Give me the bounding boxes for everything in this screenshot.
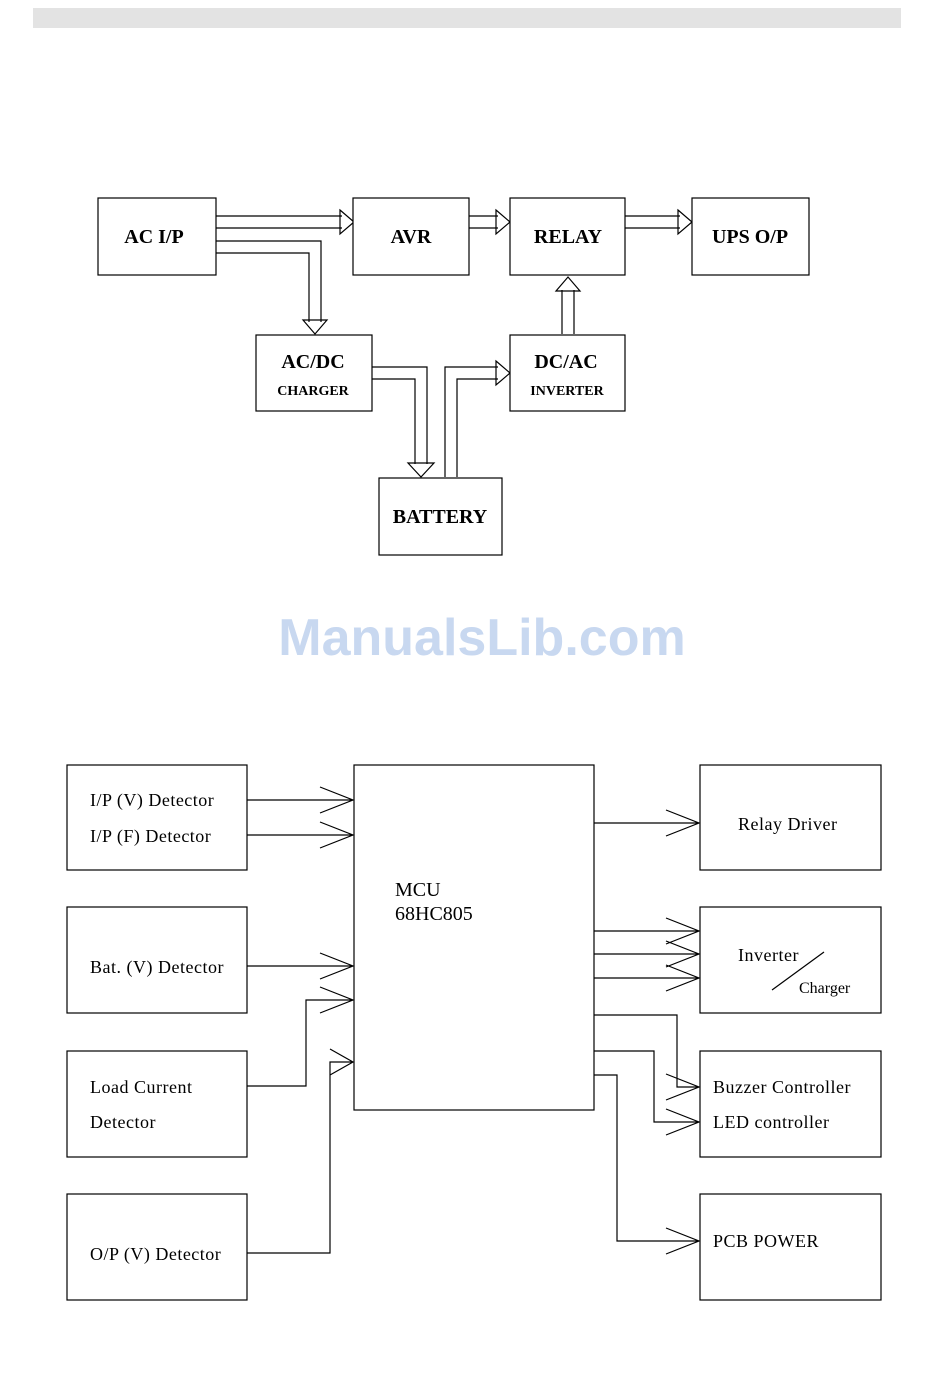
arrow-acip-to-charger	[216, 241, 327, 334]
ip-v-detector-label: I/P (V) Detector	[90, 790, 214, 811]
line-mcu-to-inverter-3	[594, 965, 699, 991]
mcu-model: 68HC805	[395, 903, 473, 925]
op-detector-block: O/P (V) Detector	[67, 1194, 247, 1300]
mcu-block: MCU 68HC805	[354, 765, 594, 1110]
pcb-power-block: PCB POWER	[700, 1194, 881, 1300]
line-mcu-to-inverter-2	[594, 941, 699, 967]
arrow-inverter-to-relay	[556, 277, 580, 334]
arrow-avr-to-relay	[469, 210, 510, 234]
line-mcu-to-pcb-power	[594, 1075, 699, 1254]
ups-op-label: UPS O/P	[712, 226, 788, 248]
ac-ip-label: AC I/P	[124, 226, 183, 248]
relay-block: RELAY	[510, 198, 625, 275]
inverter-subtitle: INVERTER	[530, 384, 604, 399]
charger-block: AC/DC CHARGER	[256, 335, 372, 411]
bat-detector-block: Bat. (V) Detector	[67, 907, 247, 1013]
arrow-acip-to-avr	[216, 210, 354, 234]
inverter-title: DC/AC	[534, 351, 597, 373]
charger-label: Charger	[799, 980, 851, 997]
battery-block: BATTERY	[379, 478, 502, 555]
line-ipv-to-mcu	[247, 787, 353, 813]
line-bat-to-mcu	[247, 953, 353, 979]
op-v-detector-label: O/P (V) Detector	[90, 1244, 221, 1265]
load-current-label: Load Current	[90, 1077, 192, 1097]
ac-ip-block: AC I/P	[98, 198, 216, 275]
inverter-block: DC/AC INVERTER	[510, 335, 625, 411]
line-mcu-to-relay-driver	[594, 810, 699, 836]
arrow-charger-to-battery	[372, 367, 434, 477]
inverter-label: Inverter	[738, 945, 799, 965]
arrow-battery-to-inverter	[445, 361, 510, 477]
ups-op-block: UPS O/P	[692, 198, 809, 275]
buzzer-controller-label: Buzzer Controller	[713, 1077, 851, 1097]
line-op-to-mcu	[247, 1049, 353, 1253]
watermark-logo: ManualsLib.com	[278, 609, 685, 667]
load-current-block: Load Current Detector	[67, 1051, 247, 1157]
avr-block: AVR	[353, 198, 469, 275]
arrow-relay-to-upsop	[625, 210, 692, 234]
pcb-power-label: PCB POWER	[713, 1231, 819, 1251]
relay-label: RELAY	[534, 226, 603, 248]
mcu-control-diagram: MCU 68HC805 I/P (V) Detector I/P (F) Det…	[67, 765, 881, 1300]
load-current-label-2: Detector	[90, 1112, 156, 1132]
inverter-charger-block: Inverter Charger	[700, 907, 881, 1013]
ip-f-detector-label: I/P (F) Detector	[90, 826, 211, 847]
line-mcu-to-buzzer	[594, 1015, 699, 1100]
battery-label: BATTERY	[393, 506, 488, 528]
ups-block-diagram: AC I/P AVR RELAY UPS O/P AC/DC CHARGER D…	[98, 198, 809, 555]
ip-detector-block: I/P (V) Detector I/P (F) Detector	[67, 765, 247, 870]
charger-title: AC/DC	[281, 351, 344, 373]
buzzer-led-block: Buzzer Controller LED controller	[700, 1051, 881, 1157]
line-ipf-to-mcu	[247, 822, 353, 848]
avr-label: AVR	[391, 226, 432, 248]
bat-v-detector-label: Bat. (V) Detector	[90, 957, 224, 978]
line-mcu-to-inverter-1	[594, 918, 699, 944]
charger-subtitle: CHARGER	[277, 384, 349, 399]
mcu-label: MCU	[395, 879, 441, 901]
led-controller-label: LED controller	[713, 1112, 829, 1132]
relay-driver-label: Relay Driver	[738, 814, 837, 834]
relay-driver-block: Relay Driver	[700, 765, 881, 870]
